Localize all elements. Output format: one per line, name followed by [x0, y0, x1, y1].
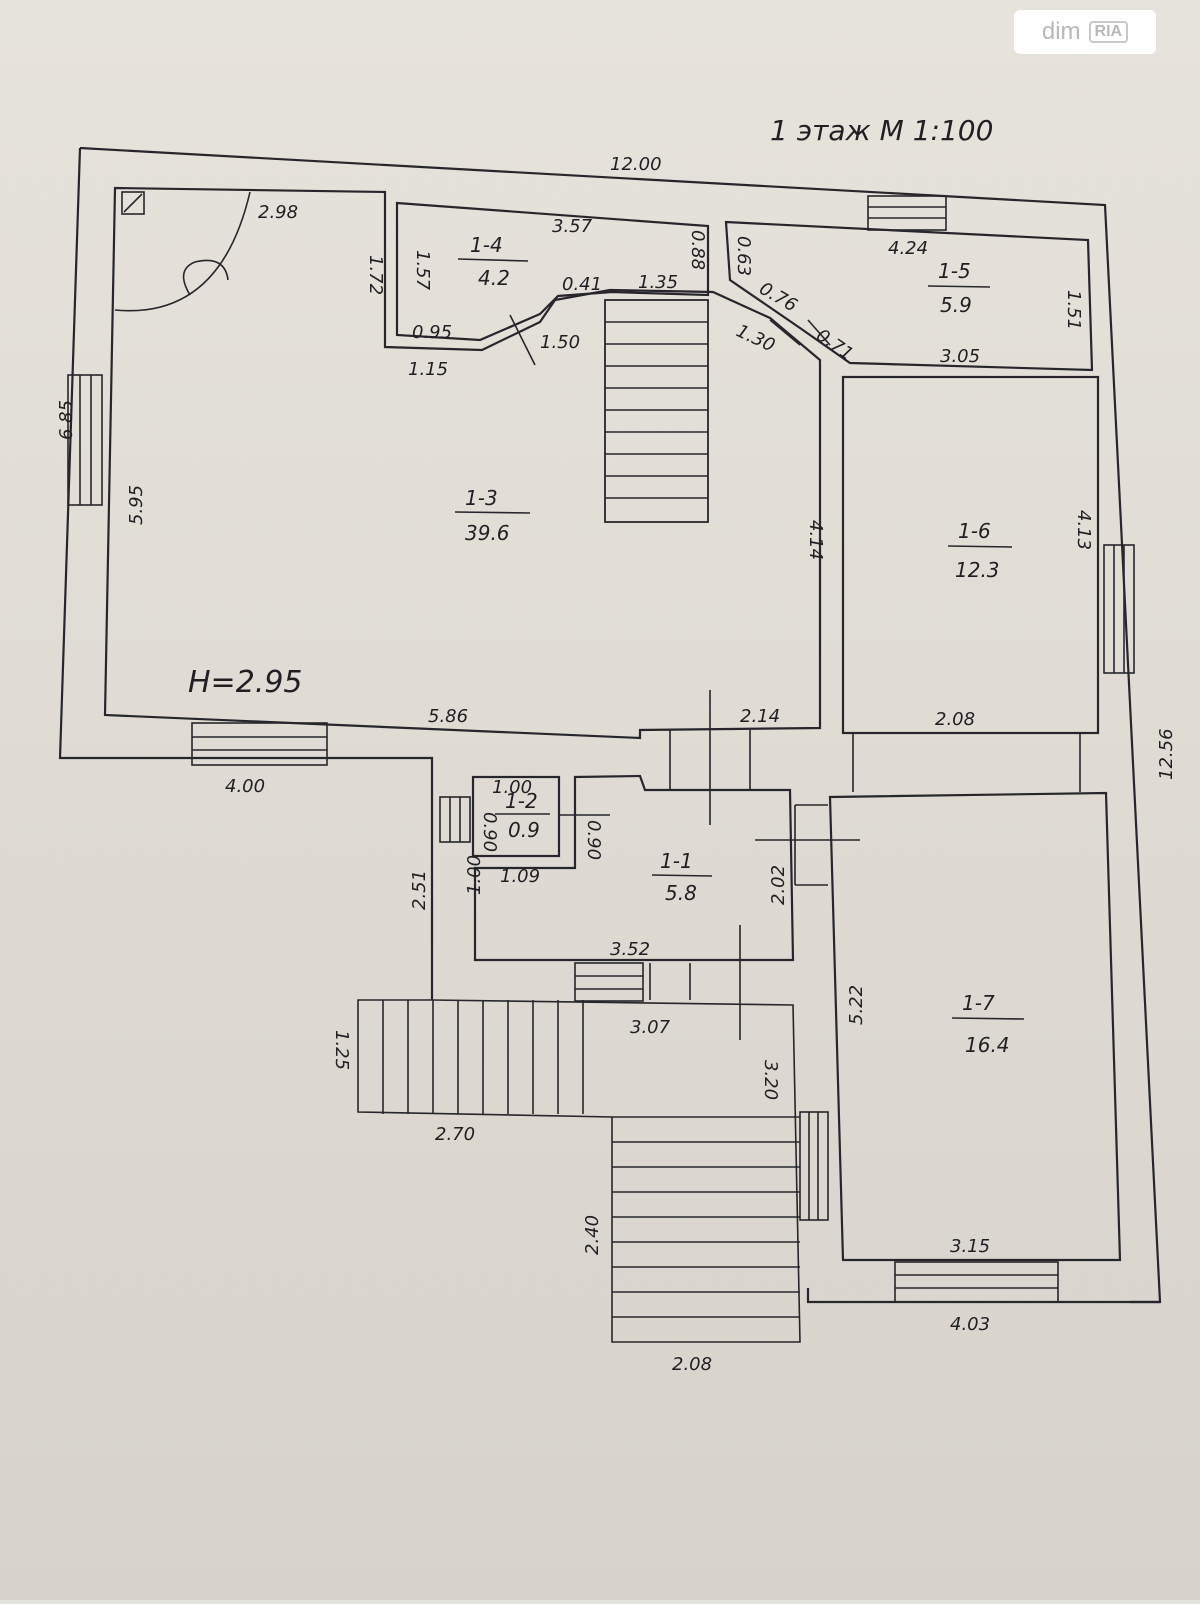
dim-r11-top: 1.09 — [500, 866, 540, 887]
dim-r14-left: 1.57 — [412, 250, 433, 291]
porch-steps — [382, 1000, 584, 1114]
window-bottom-right — [894, 1261, 1059, 1303]
room-1-3-number: 1-3 — [465, 486, 498, 510]
porch-outline — [357, 999, 801, 1343]
room-1-7-number: 1-7 — [962, 991, 995, 1015]
dim-terrace-left: 4.00 — [225, 776, 265, 797]
dim-r12-top: 1.00 — [492, 777, 532, 798]
window-left — [67, 374, 103, 506]
windows — [67, 195, 1135, 1303]
door-swing-arc — [114, 191, 251, 312]
room-1-4-area: 4.2 — [478, 266, 510, 290]
dim-r11-bottom: 3.52 — [610, 939, 650, 960]
plan-title: 1 этаж М 1:100 — [770, 114, 993, 147]
window-bottom-left — [191, 722, 328, 766]
room-1-5-area: 5.9 — [940, 293, 972, 317]
dim-r16-bottom: 2.08 — [935, 709, 975, 730]
room-1-5-outline — [724, 220, 1094, 372]
dim-stairs-bottom: 2.08 — [672, 1354, 712, 1375]
dim-r14-outer-left: 1.72 — [365, 255, 386, 295]
room-1-2-area: 0.9 — [508, 818, 540, 842]
outer-wall — [58, 146, 1162, 1304]
central-stair — [604, 299, 709, 523]
dim-porch-top: 3.07 — [630, 1017, 671, 1038]
room-1-4-outline — [395, 201, 710, 342]
dim-r13-top: 2.98 — [258, 202, 298, 223]
dim-r13-bottom2: 2.14 — [740, 706, 780, 727]
dim-r14-top: 3.57 — [552, 216, 593, 237]
dim-r11-left: 1.00 — [464, 855, 485, 895]
dim-r15-d2: 1.30 — [733, 320, 778, 356]
dim-overall-top: 12.00 — [610, 154, 662, 175]
dim-r15-left: 0.63 — [733, 236, 754, 276]
watermark-dim-text: dim — [1041, 18, 1081, 45]
dim-r13-bottom: 5.86 — [428, 706, 468, 727]
room-1-6-outline — [841, 375, 1100, 735]
front-stair-treads — [612, 1116, 800, 1318]
chimney-marker-diag — [123, 193, 143, 213]
room-1-1-number: 1-1 — [660, 849, 693, 873]
watermark-ria-logo: RIA — [1088, 21, 1129, 43]
room-1-4-number: 1-4 — [470, 233, 503, 257]
dim-r11-right: 2.02 — [768, 865, 789, 905]
dim-r12-left: 0.90 — [479, 812, 500, 852]
window-1-7-left — [799, 1111, 829, 1221]
door-knob-arc — [182, 259, 229, 296]
chimney-marker — [121, 191, 145, 215]
room-1-7-area: 16.4 — [965, 1033, 1010, 1057]
dim-porch-bottom: 2.70 — [435, 1124, 475, 1145]
central-stair-treads — [605, 321, 708, 499]
dim-r17-left: 5.22 — [846, 985, 867, 1025]
room-1-2-outline — [471, 775, 561, 858]
dim-r17-outer-bottom: 4.03 — [950, 1314, 990, 1335]
dim-r13-left: 5.95 — [126, 485, 147, 525]
dim-r12-right: 0.90 — [583, 820, 604, 860]
dim-r17-bottom: 3.15 — [950, 1236, 990, 1257]
dim-porch-left: 1.25 — [331, 1030, 352, 1070]
room-1-7-outline — [828, 791, 1122, 1262]
room-1-1-area: 5.8 — [665, 881, 697, 905]
dim-r15-bottom: 3.05 — [940, 346, 980, 367]
room-labels: 1-3 39.6 1-4 4.2 1-5 5.9 1-6 12.3 1-7 16… — [188, 233, 1025, 1057]
dim-r15-right: 1.51 — [1063, 290, 1084, 330]
dim-ria-watermark: dim RIA — [1014, 10, 1156, 54]
dim-r14-d5: 1.15 — [408, 359, 448, 380]
dim-r15-top: 4.24 — [888, 238, 928, 259]
dim-r16-right: 4.13 — [1073, 510, 1094, 550]
dim-porch-right: 3.20 — [760, 1060, 781, 1100]
dimension-labels: 12.00 6.85 12.56 2.98 5.95 5.86 2.14 4.1… — [56, 154, 1177, 1375]
room-1-5-number: 1-5 — [938, 259, 971, 283]
window-1-1-left — [439, 796, 471, 843]
dim-r14-right: 0.88 — [687, 230, 708, 270]
corridor-walls — [852, 733, 1081, 792]
dim-r14-d2: 1.35 — [638, 272, 678, 293]
dim-terrace-side: 2.51 — [409, 870, 430, 910]
window-right — [1103, 544, 1135, 674]
dim-r13-right: 4.14 — [805, 520, 826, 560]
dim-overall-left: 6.85 — [56, 400, 77, 440]
dim-r15-d1: 0.76 — [756, 278, 801, 316]
room-1-1-outline — [473, 774, 795, 962]
window-porch — [574, 962, 644, 1002]
room-1-2-number: 1-2 — [505, 789, 538, 813]
door-openings — [509, 314, 860, 1040]
ceiling-height: H=2.95 — [188, 665, 303, 700]
room-1-6-number: 1-6 — [958, 519, 991, 543]
dim-r14-d3: 0.95 — [412, 322, 452, 343]
dim-stairs-left: 2.40 — [582, 1215, 603, 1255]
room-1-6-area: 12.3 — [955, 558, 1000, 582]
dim-r14-d4: 1.50 — [540, 332, 580, 353]
window-top — [867, 195, 947, 231]
room-1-3-outline — [103, 186, 822, 740]
dim-overall-right: 12.56 — [1156, 728, 1177, 780]
dim-r14-d1: 0.41 — [562, 274, 602, 295]
room-1-3-area: 39.6 — [465, 521, 510, 545]
